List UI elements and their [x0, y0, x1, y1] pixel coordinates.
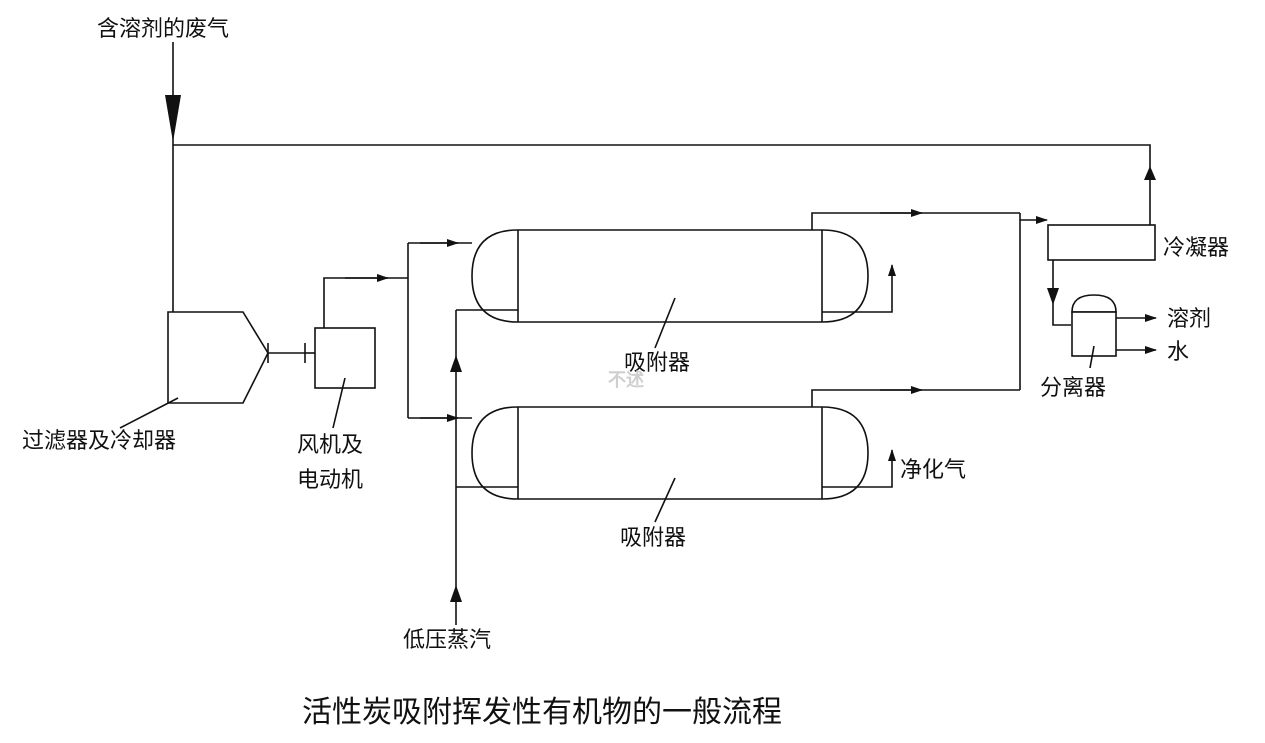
adsorber-bottom-vessel [471, 406, 869, 523]
steam-arrow-icon [450, 585, 462, 602]
condenser-label: 冷凝器 [1163, 236, 1229, 261]
clean-gas-vent [822, 449, 896, 488]
separator-vessel [1071, 294, 1117, 369]
watermark-text: 不述 [608, 370, 644, 391]
filter-cooler-label: 过滤器及冷却器 [22, 429, 176, 454]
solvent-label: 溶剂 [1167, 307, 1211, 332]
adsorber-top-label: 吸附器 [624, 351, 690, 376]
fan-outlet-line [323, 274, 408, 328]
inlet-arrow-icon [165, 95, 181, 142]
steam-label: 低压蒸汽 [403, 628, 491, 653]
filter-cooler-unit [167, 311, 269, 404]
filter-leader-line [119, 397, 179, 429]
adsorber-bottom-label: 吸附器 [620, 526, 686, 551]
condensate-line [1052, 260, 1071, 326]
steam-line [450, 309, 518, 625]
inlet-gas-line [165, 42, 181, 312]
diagram-caption: 活性炭吸附挥发性有机物的一般流程 [302, 695, 782, 730]
water-label: 水 [1167, 340, 1189, 365]
inlet-gas-label: 含溶剂的废气 [97, 17, 229, 42]
adsorber-top-steam-out [811, 212, 1020, 230]
adsorber-bottom-steam-out [811, 389, 1020, 407]
separator-leader [1089, 345, 1095, 369]
recycle-line [173, 144, 1156, 225]
condenser-box [1047, 224, 1156, 261]
separator-label: 分离器 [1040, 376, 1106, 401]
adsorber-top-leader [654, 297, 676, 349]
recycle-arrow-icon [1144, 166, 1156, 180]
fan-leader-line [332, 377, 346, 429]
adsorber-top-vessel [471, 229, 869, 349]
clean-gas-label: 净化气 [900, 458, 966, 483]
adsorber-top-vent [822, 264, 896, 313]
fan-label-line1: 风机及 [297, 433, 363, 458]
fan-label-line2: 电动机 [297, 468, 363, 493]
adsorber-bottom-leader [654, 477, 676, 523]
